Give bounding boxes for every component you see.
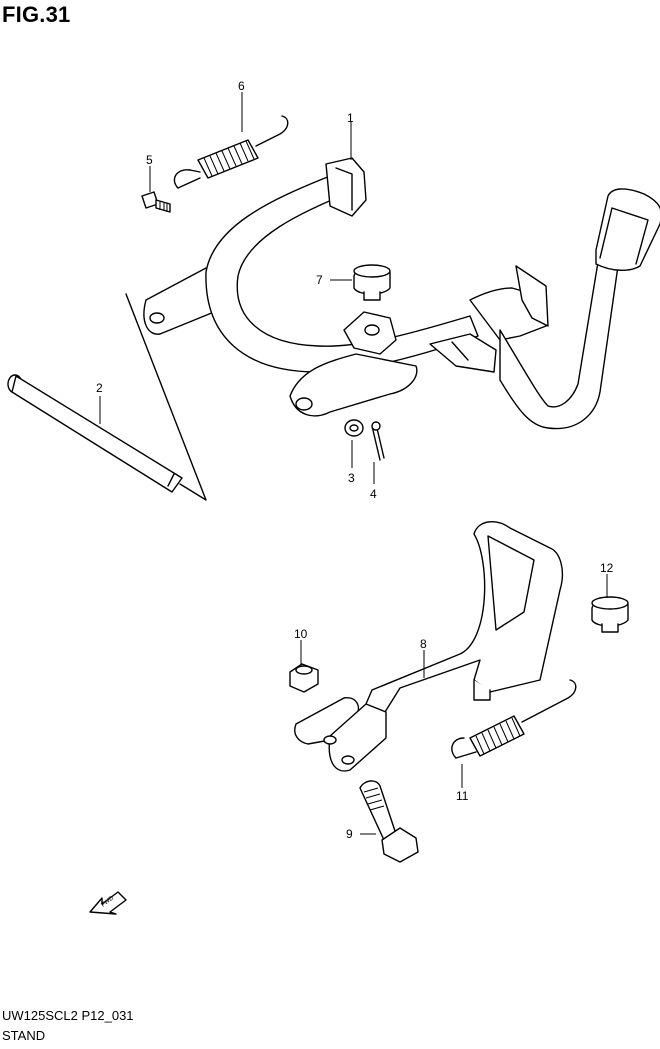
callout-11: 11 — [456, 789, 469, 803]
fwd-arrow-icon: FWD — [89, 891, 127, 915]
callout-10: 10 — [294, 627, 308, 641]
callout-6: 6 — [238, 79, 245, 93]
callout-9: 9 — [346, 827, 353, 841]
center-stand[interactable] — [143, 157, 660, 430]
callout-8: 8 — [420, 637, 427, 651]
bolt-small[interactable] — [141, 191, 171, 213]
figure-title: FIG.31 — [2, 2, 71, 27]
callout-7: 7 — [316, 273, 323, 287]
callout-4: 4 — [370, 487, 377, 501]
callout-12: 12 — [600, 561, 614, 575]
section-name: STAND — [2, 1028, 46, 1043]
side-stand-spring[interactable] — [451, 679, 577, 759]
rubber-stopper-upper[interactable] — [353, 264, 391, 301]
center-stand-spring[interactable] — [173, 115, 289, 189]
side-stand-bolt[interactable] — [359, 780, 419, 863]
washer[interactable] — [344, 419, 364, 437]
stand-shaft[interactable] — [7, 293, 207, 501]
rubber-stopper-lower[interactable] — [591, 596, 629, 633]
nut[interactable] — [289, 663, 319, 693]
callout-1: 1 — [347, 111, 354, 125]
callout-5: 5 — [146, 153, 153, 167]
model-code: UW125SCL2 P12_031 — [2, 1008, 134, 1023]
callout-2: 2 — [96, 381, 103, 395]
side-stand[interactable] — [294, 521, 564, 772]
cotter-pin[interactable] — [371, 421, 385, 461]
callout-3: 3 — [348, 471, 355, 485]
leader-lines — [99, 92, 608, 835]
